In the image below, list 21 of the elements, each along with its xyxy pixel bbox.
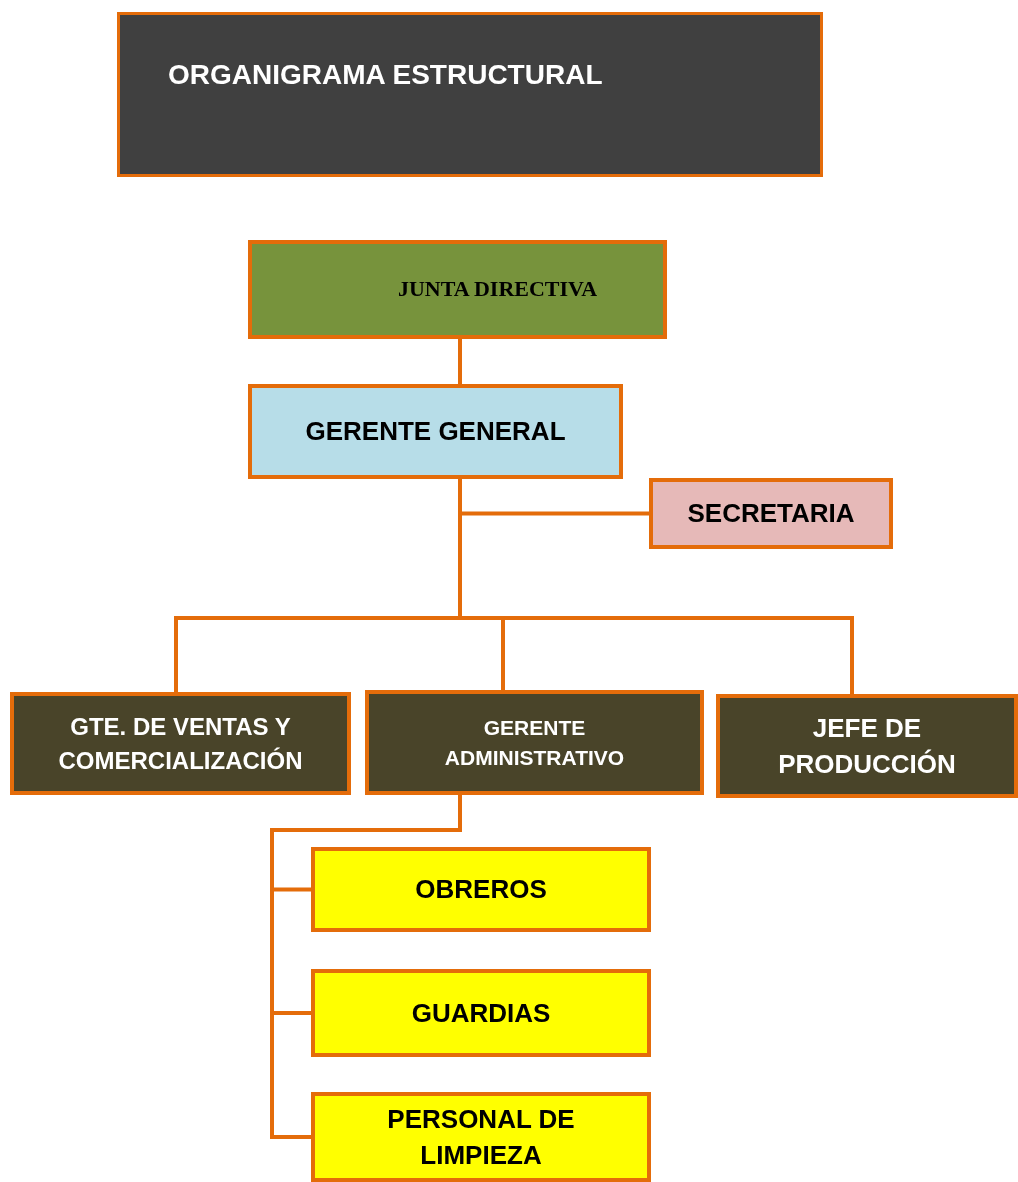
role-label: GTE. DE VENTAS Y COMERCIALIZACIÓN <box>57 711 304 776</box>
org-box <box>716 694 1018 798</box>
org-box <box>10 692 351 795</box>
diagram-title: ORGANIGRAMA ESTRUCTURAL <box>168 59 603 91</box>
org-box <box>311 969 651 1057</box>
role-label: PERSONAL DE LIMPIEZA <box>386 1102 576 1172</box>
org-box <box>248 240 667 339</box>
org-box <box>248 384 623 479</box>
org-box <box>311 1092 651 1182</box>
role-label: SECRETARIA <box>687 497 855 531</box>
role-label: JUNTA DIRECTIVA <box>397 275 598 304</box>
org-box <box>365 690 704 795</box>
connector-line <box>458 339 462 384</box>
org-box <box>649 478 893 549</box>
role-label: GERENTE ADMINISTRATIVO <box>443 715 626 771</box>
role-label: GERENTE GENERAL <box>305 415 566 449</box>
role-label: GUARDIAS <box>411 996 551 1030</box>
connector-line <box>270 795 462 1139</box>
role-label: JEFE DE PRODUCCIÓN <box>777 711 957 781</box>
role-label: OBREROS <box>415 873 547 907</box>
org-box <box>311 847 651 932</box>
